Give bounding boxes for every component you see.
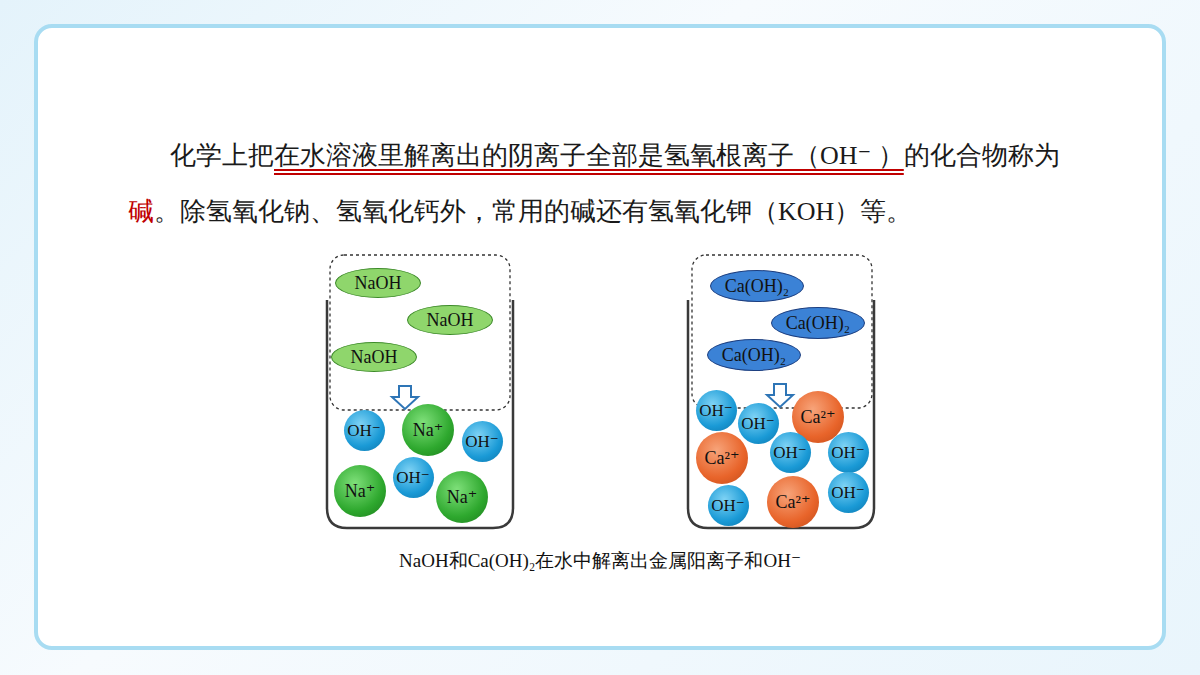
calcium-ion: Ca²⁺	[767, 476, 819, 528]
sodium-ion: Na⁺	[402, 404, 454, 456]
node-label: Ca²⁺	[776, 491, 811, 513]
node-label: NaOH	[355, 273, 402, 294]
node-label: OH⁻	[347, 420, 381, 441]
node-label: Ca²⁺	[705, 447, 740, 469]
figure-caption: NaOH和Ca(OH)₂在水中解离出金属阳离子和OH⁻	[0, 548, 1200, 574]
node-label: NaOH	[427, 310, 474, 331]
node-label: Ca²⁺	[801, 406, 836, 428]
node-label: Ca(OH)₂	[725, 276, 789, 297]
node-label: OH⁻	[465, 431, 499, 452]
node-label: Na⁺	[447, 486, 478, 508]
node-label: Ca(OH)₂	[722, 345, 786, 366]
sodium-ion: Na⁺	[334, 465, 386, 517]
node-label: OH⁻	[831, 482, 865, 503]
beaker	[688, 300, 874, 528]
hydroxide-ion: OH⁻	[344, 410, 385, 451]
node-label: Na⁺	[413, 419, 444, 441]
node-label: OH⁻	[831, 442, 865, 463]
node-label: NaOH	[351, 347, 398, 368]
caoh2-ellipse: Ca(OH)₂	[771, 307, 865, 339]
hydroxide-ion: OH⁻	[770, 432, 811, 473]
paragraph-text: 在水溶液里解离出的阴离子全部是氢氧根离子（OH⁻ ）	[274, 141, 904, 170]
paragraph-text: 。除氢氧化钠、氢氧化钙外，常用的碱还有氢氧化钾（KOH）等。	[154, 197, 912, 226]
node-label: OH⁻	[711, 495, 745, 516]
calcium-ion: Ca²⁺	[696, 432, 748, 484]
node-label: OH⁻	[396, 467, 430, 488]
node-label: Ca(OH)₂	[786, 313, 850, 334]
node-label: OH⁻	[741, 413, 775, 434]
beaker	[327, 300, 513, 528]
paragraph-text: 碱	[128, 197, 154, 226]
paragraph-text: 的化合物称为	[904, 141, 1060, 170]
node-label: OH⁻	[699, 400, 733, 421]
dashed-box	[330, 255, 510, 410]
naoh-ellipse: NaOH	[407, 305, 493, 335]
node-label: OH⁻	[773, 442, 807, 463]
caoh2-ellipse: Ca(OH)₂	[707, 339, 801, 371]
hydroxide-ion: OH⁻	[828, 472, 869, 513]
naoh-ellipse: NaOH	[331, 342, 417, 372]
hydroxide-ion: OH⁻	[738, 403, 779, 444]
hydroxide-ion: OH⁻	[462, 421, 503, 462]
caoh2-ellipse: Ca(OH)₂	[710, 270, 804, 302]
paragraph-text: 化学上把	[170, 141, 274, 170]
dashed-box	[692, 255, 872, 408]
down-arrow	[767, 384, 793, 407]
naoh-ellipse: NaOH	[335, 268, 421, 298]
node-label: Na⁺	[345, 480, 376, 502]
down-arrow	[392, 386, 418, 409]
hydroxide-ion: OH⁻	[708, 485, 749, 526]
hydroxide-ion: OH⁻	[393, 457, 434, 498]
hydroxide-ion: OH⁻	[828, 432, 869, 473]
definition-text: 化学上把在水溶液里解离出的阴离子全部是氢氧根离子（OH⁻ ）的化合物称为碱。除氢…	[128, 128, 1108, 240]
hydroxide-ion: OH⁻	[696, 390, 737, 431]
sodium-ion: Na⁺	[436, 471, 488, 523]
